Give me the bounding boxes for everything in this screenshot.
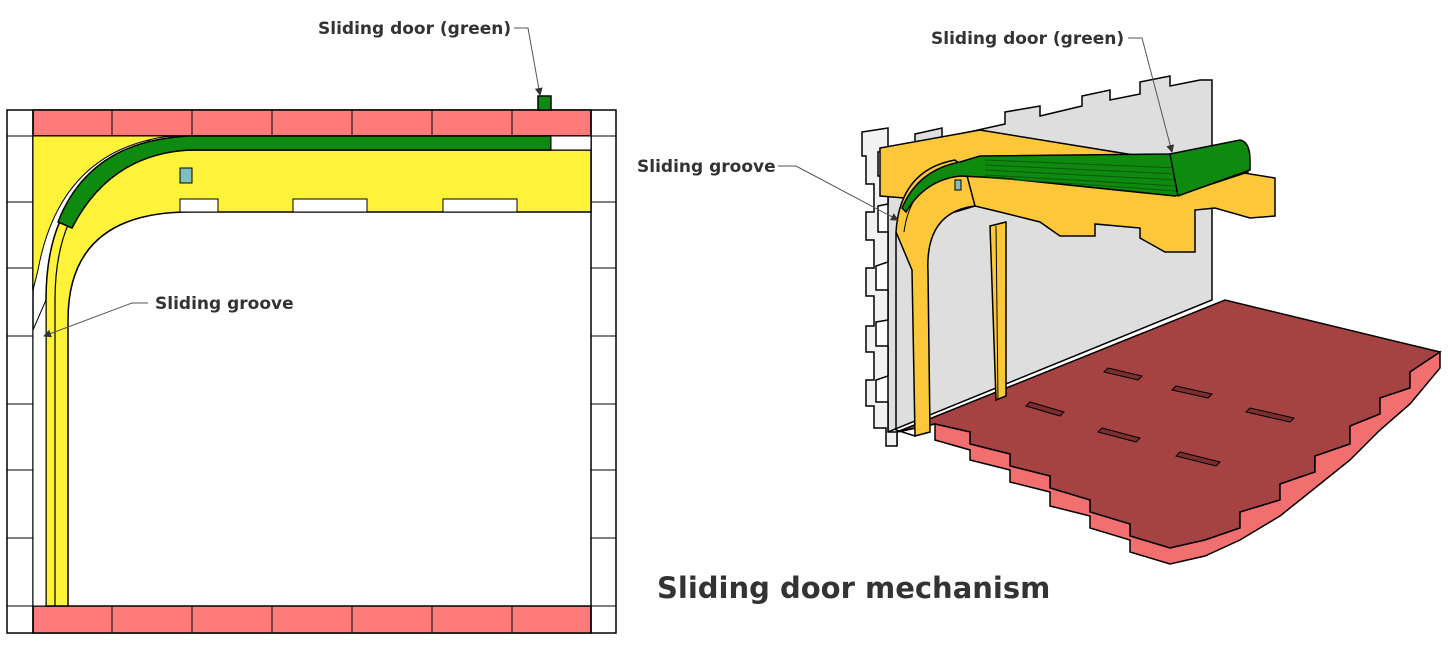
diagram-caption: Sliding door mechanism xyxy=(657,571,1050,605)
groove-label-3d: Sliding groove xyxy=(637,157,776,177)
arched-support xyxy=(895,159,976,437)
floor-edge xyxy=(896,350,1441,565)
door-handle-3d xyxy=(1169,139,1251,198)
front-view: Sliding door (green) Sliding groove xyxy=(6,19,617,634)
top-brick-row xyxy=(32,109,592,137)
iso-view: Sliding door (green) Sliding groove xyxy=(637,29,1442,565)
door-ribs xyxy=(984,159,1179,192)
rail-slot xyxy=(292,198,368,213)
door-handle-front xyxy=(537,95,552,111)
peg-square xyxy=(179,167,193,184)
door-label-front: Sliding door (green) xyxy=(318,19,511,39)
rail-slot xyxy=(179,198,219,213)
door-label-3d: Sliding door (green) xyxy=(931,29,1124,49)
rail-slot xyxy=(442,198,518,213)
floor-slots xyxy=(1025,367,1295,467)
bottom-brick-row xyxy=(32,605,592,634)
support-post xyxy=(989,221,1007,402)
peg-square-3d xyxy=(954,179,962,191)
groove-label-front: Sliding groove xyxy=(155,294,294,314)
